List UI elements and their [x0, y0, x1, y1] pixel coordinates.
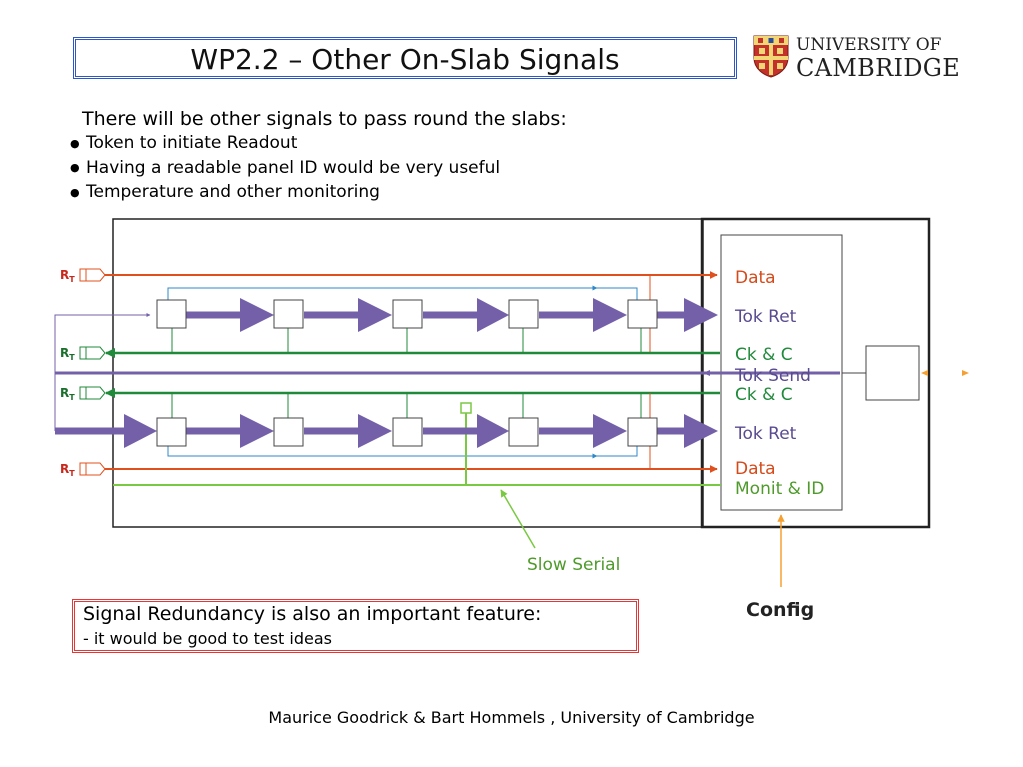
logo-line-1: UNIVERSITY OF	[796, 35, 942, 55]
signal-label-ck-c-top: Ck & C	[735, 345, 793, 365]
termination-label: RT	[60, 462, 75, 478]
signal-label-monit-id: Monit & ID	[735, 479, 824, 499]
intro-text: There will be other signals to pass roun…	[82, 108, 567, 130]
bullet-icon: ●	[70, 161, 80, 174]
termination-resistor-icon	[79, 386, 106, 400]
interface-chip	[865, 345, 920, 401]
redundancy-line-2: - it would be good to test ideas	[83, 629, 332, 648]
external-arrow-in	[921, 370, 928, 376]
footer-credit: Maurice Goodrick & Bart Hommels , Univer…	[268, 708, 755, 727]
bullet-icon: ●	[70, 136, 80, 150]
redundancy-line-1: Signal Redundancy is also an important f…	[83, 603, 542, 625]
clock-bottom-taps	[171, 393, 642, 418]
signal-label-tok-ret-top: Tok Ret	[734, 307, 797, 327]
slide-title: WP2.2 – Other On-Slab Signals	[190, 43, 620, 76]
signal-label-data-top: Data	[735, 268, 776, 288]
bus-top	[167, 287, 638, 300]
clock-top-taps	[171, 328, 642, 353]
bullet-list: ● Token to initiate Readout ● Having a rea…	[70, 133, 500, 207]
token-chain-bottom	[54, 373, 718, 448]
logo-line-2: CAMBRIDGE	[796, 54, 961, 82]
slow-serial-pointer	[500, 489, 536, 549]
redundancy-note: Signal Redundancy is also an important f…	[72, 599, 639, 653]
token-loop-up	[54, 313, 151, 373]
signal-label-tok-ret-bottom: Tok Ret	[734, 424, 797, 444]
signal-label-ck-c-bottom: Ck & C	[735, 385, 793, 405]
title-box: WP2.2 – Other On-Slab Signals	[73, 37, 737, 79]
token-chain-top	[186, 298, 718, 332]
config-label: Config	[746, 599, 814, 621]
signal-label-data-bottom: Data	[735, 459, 776, 479]
bullet-text: Token to initiate Readout	[86, 133, 298, 153]
crest-icon	[753, 35, 789, 78]
termination-resistor-icon	[79, 346, 106, 360]
termination-label: RT	[60, 268, 75, 284]
bus-bottom	[167, 444, 638, 457]
termination-resistor-icon	[79, 462, 106, 476]
asic-row-bottom	[156, 417, 658, 447]
termination-resistor-icon	[79, 268, 106, 282]
termination-label: RT	[60, 386, 75, 402]
bullet-icon: ●	[70, 185, 80, 199]
bullet-item: ● Having a readable panel ID would be ver…	[70, 158, 500, 183]
id-chip	[460, 402, 472, 414]
slow-serial-label: Slow Serial	[527, 555, 620, 575]
external-arrow-out	[962, 370, 969, 376]
university-logo: UNIVERSITY OF CAMBRIDGE	[752, 34, 960, 84]
bullet-text: Temperature and other monitoring	[86, 182, 380, 202]
bullet-item: ● Token to initiate Readout	[70, 133, 500, 158]
bullet-text: Having a readable panel ID would be very…	[86, 157, 501, 178]
asic-row-top	[156, 299, 658, 329]
bullet-item: ● Temperature and other monitoring	[70, 182, 500, 207]
token-send-arrow	[703, 370, 710, 376]
signal-label-tok-send: Tok Send	[734, 366, 811, 386]
termination-label: RT	[60, 346, 75, 362]
